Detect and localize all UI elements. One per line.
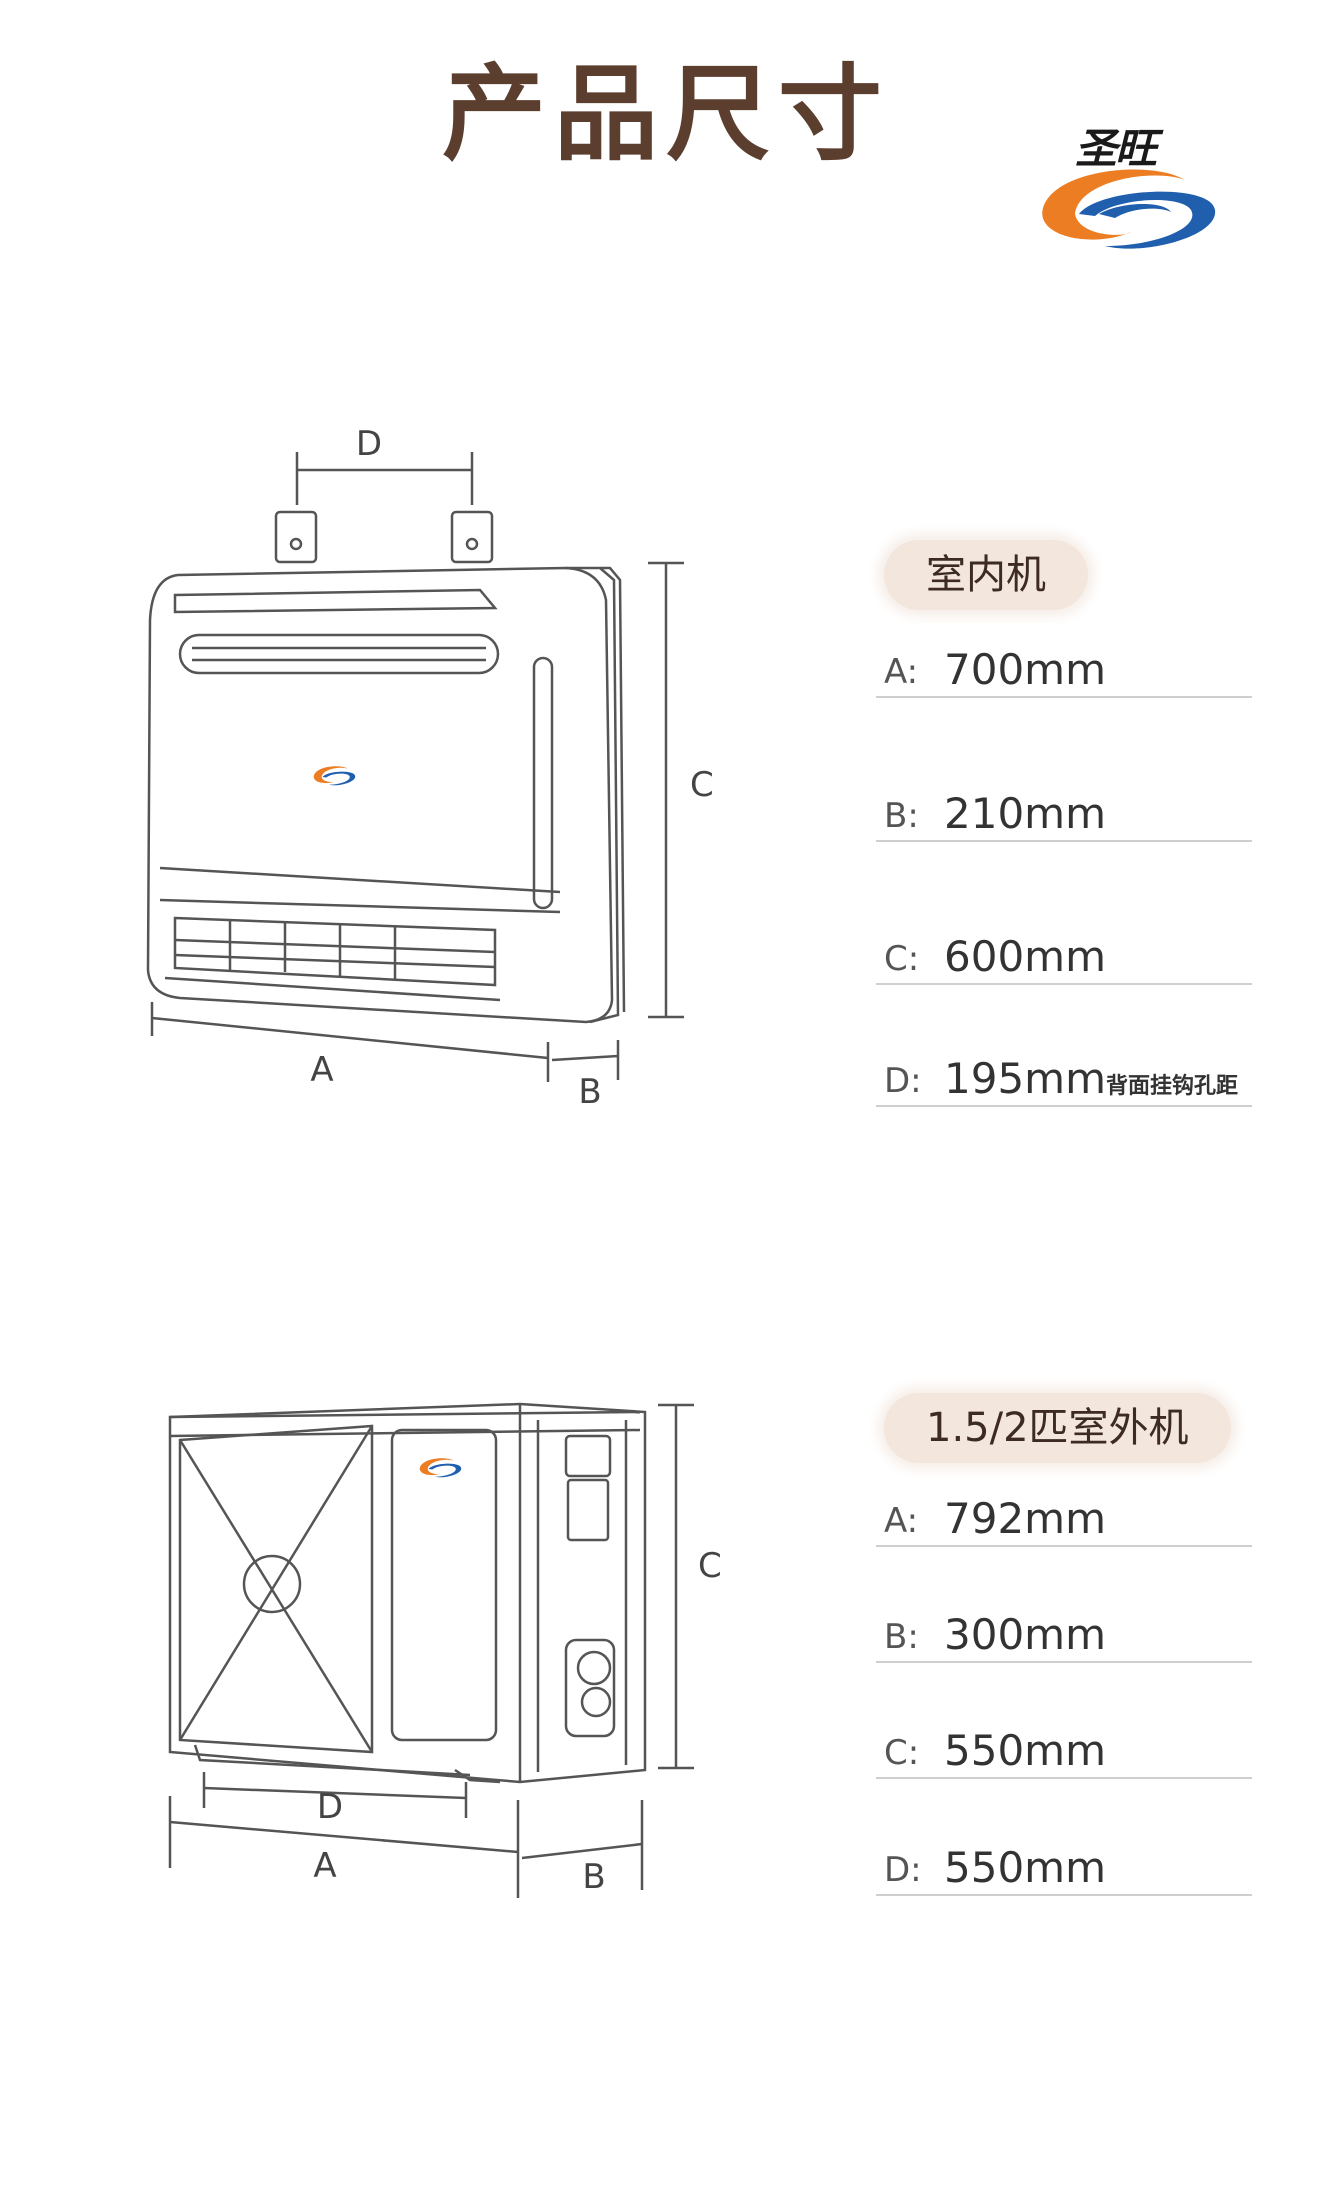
indoor-dim-a: A — [310, 1050, 333, 1090]
spec-value-text: 195mm — [944, 1054, 1106, 1103]
spec-key: A: — [884, 1501, 919, 1541]
outdoor-dim-c: C — [698, 1546, 722, 1586]
indoor-dim-b: B — [578, 1072, 601, 1112]
outdoor-spec-d: D: 550mm — [876, 1834, 1252, 1896]
indoor-heading: 室内机 — [884, 540, 1088, 610]
spec-key: C: — [884, 939, 920, 979]
indoor-unit-drawing: D C A B — [146, 424, 714, 1112]
outdoor-dim-d: D — [317, 1787, 343, 1827]
spec-key: D: — [884, 1850, 922, 1890]
indoor-dim-c: C — [690, 765, 714, 805]
spec-value: 550mm — [944, 1843, 1106, 1892]
indoor-spec-a: A: 700mm — [876, 636, 1252, 698]
spec-key: B: — [884, 796, 919, 836]
brand-name: 圣旺 — [1075, 124, 1157, 173]
spec-value: 550mm — [944, 1726, 1106, 1775]
spec-value: 195mm背面挂钩孔距 — [944, 1054, 1238, 1103]
page-title: 产品尺寸 — [441, 53, 890, 175]
spec-value: 210mm — [944, 789, 1106, 838]
spec-key: D: — [884, 1061, 922, 1101]
outdoor-spec-c: C: 550mm — [876, 1717, 1252, 1779]
indoor-dim-d: D — [356, 424, 382, 464]
spec-key: C: — [884, 1733, 920, 1773]
outdoor-heading: 1.5/2匹室外机 — [884, 1393, 1231, 1463]
indoor-spec-d: D: 195mm背面挂钩孔距 — [876, 1045, 1252, 1107]
spec-key: A: — [884, 652, 919, 692]
outdoor-dim-a: A — [313, 1846, 336, 1886]
spec-note: 背面挂钩孔距 — [1106, 1074, 1239, 1099]
spec-key: B: — [884, 1617, 919, 1657]
spec-value: 792mm — [944, 1494, 1106, 1543]
outdoor-spec-a: A: 792mm — [876, 1485, 1252, 1547]
spec-value: 300mm — [944, 1610, 1106, 1659]
indoor-spec-c: C: 600mm — [876, 923, 1252, 985]
brand-logo — [1042, 169, 1216, 249]
outdoor-spec-b: B: 300mm — [876, 1601, 1252, 1663]
spec-value: 600mm — [944, 932, 1106, 981]
spec-value: 700mm — [944, 645, 1106, 694]
indoor-spec-b: B: 210mm — [876, 780, 1252, 842]
outdoor-dim-b: B — [582, 1857, 605, 1897]
